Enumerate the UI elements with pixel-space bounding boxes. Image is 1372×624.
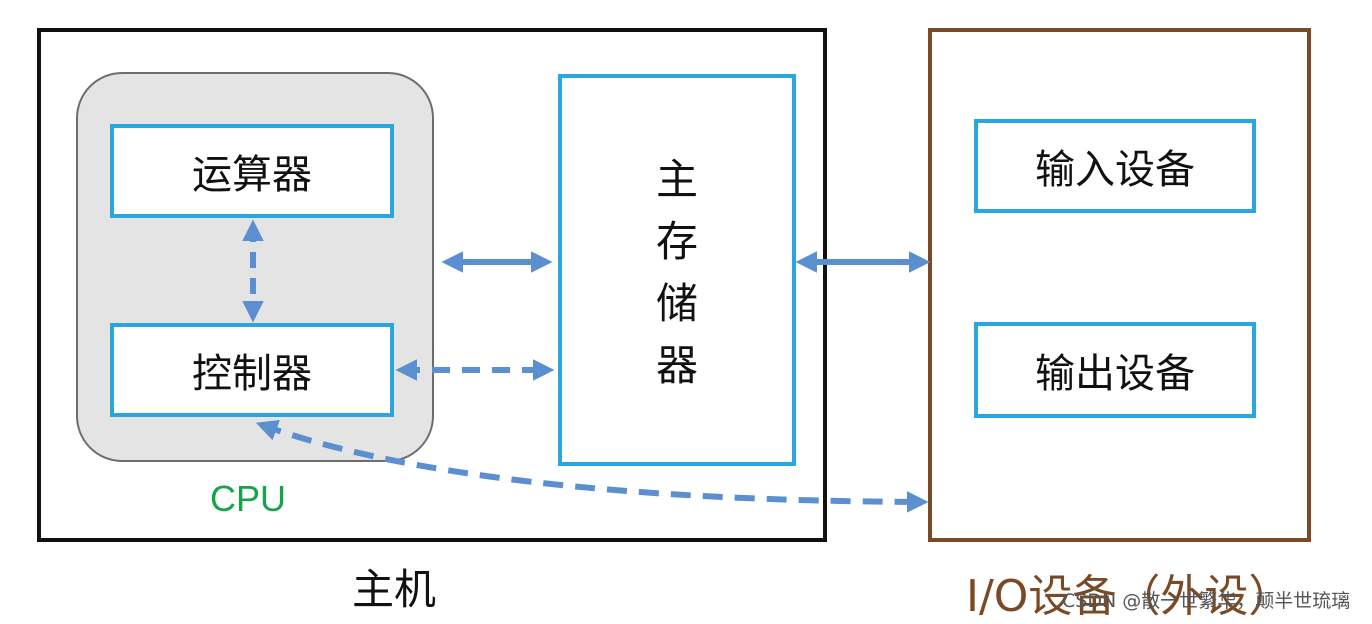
output-device-label: 输出设备 — [1035, 351, 1195, 397]
main-memory-box: 主存储器 — [558, 74, 796, 466]
io-label: I/O设备（外设） — [966, 571, 1293, 622]
alu-label: 运算器 — [192, 152, 312, 198]
control-unit-label: 控制器 — [192, 351, 312, 397]
input-device-label: 输入设备 — [1035, 147, 1195, 193]
main-memory-label: 主存储器 — [655, 155, 698, 390]
host-frame — [37, 28, 827, 542]
control-unit-box: 控制器 — [110, 323, 394, 417]
alu-box: 运算器 — [110, 124, 394, 218]
input-device-box: 输入设备 — [974, 119, 1256, 213]
control-io-dashed-arrow — [255, 419, 929, 513]
host-label: 主机 — [352, 565, 437, 614]
io-frame — [928, 28, 1311, 542]
output-device-box: 输出设备 — [974, 322, 1256, 418]
watermark-text: CSDN @散一世繁华，颠半世琉璃 — [1062, 590, 1351, 612]
